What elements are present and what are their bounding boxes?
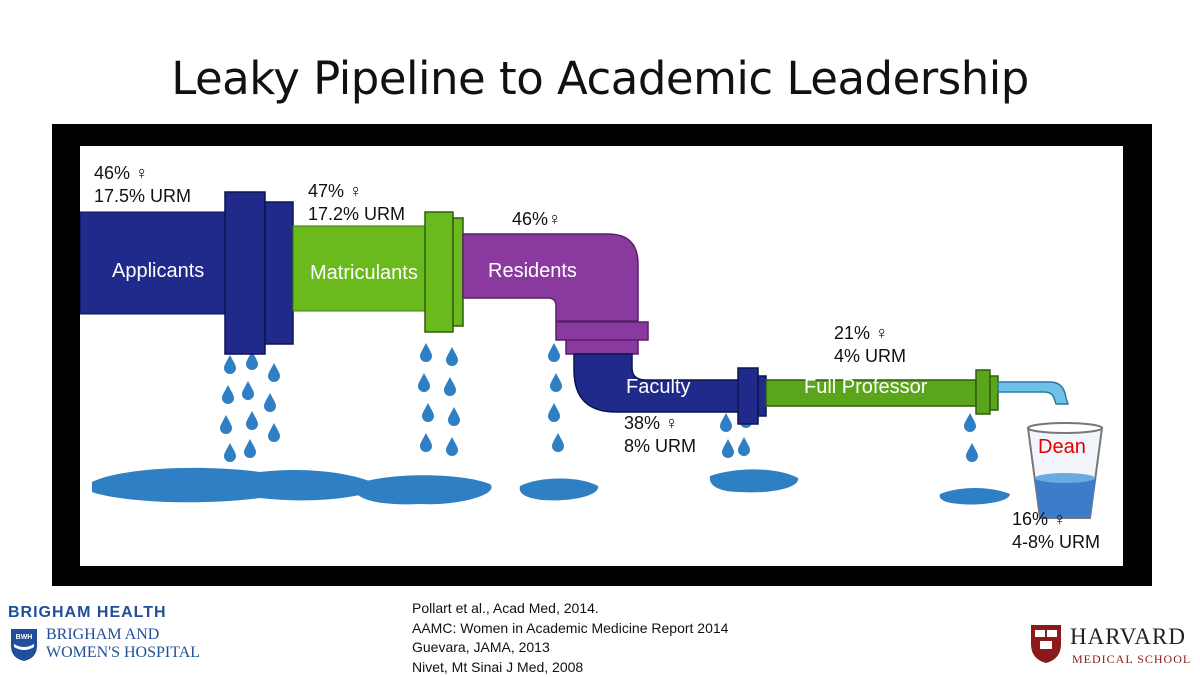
- diagram-frame: Applicants Matriculants Residents Facult…: [52, 124, 1152, 586]
- stat-faculty-women: 38% ♀: [624, 412, 696, 435]
- full-professor-collar: [990, 376, 998, 410]
- stat-faculty-urm: 8% URM: [624, 435, 696, 458]
- stat-applicants: 46% ♀ 17.5% URM: [94, 162, 191, 208]
- stat-faculty: 38% ♀ 8% URM: [624, 412, 696, 458]
- full-professor-flange: [976, 370, 990, 414]
- stat-dean-women: 16% ♀: [1012, 508, 1100, 531]
- stat-applicants-urm: 17.5% URM: [94, 185, 191, 208]
- diagram-canvas: Applicants Matriculants Residents Facult…: [80, 146, 1123, 566]
- stage-label-dean: Dean: [1038, 436, 1086, 459]
- matriculants-flange: [425, 212, 453, 332]
- bwh-hospital-name: BRIGHAM AND WOMEN'S HOSPITAL: [46, 626, 200, 662]
- stat-matriculants-urm: 17.2% URM: [308, 203, 405, 226]
- references: Pollart et al., Acad Med, 2014. AAMC: Wo…: [412, 599, 728, 677]
- bwh-badge-text: BWH: [16, 634, 33, 641]
- reference-4: Nivet, Mt Sinai J Med, 2008: [412, 658, 728, 677]
- harvard-shield-icon: [1030, 624, 1062, 664]
- bwh-name-line-1: BRIGHAM AND: [46, 626, 200, 644]
- stat-dean-urm: 4-8% URM: [1012, 531, 1100, 554]
- harvard-medical-school-logo: HARVARD MEDICAL SCHOOL: [1030, 624, 1200, 672]
- water-puddles: [92, 468, 1010, 505]
- brigham-health-logo: BRIGHAM HEALTH BWH BRIGHAM AND WOMEN'S H…: [8, 604, 238, 668]
- applicants-flange: [225, 192, 265, 354]
- stat-applicants-women: 46% ♀: [94, 162, 191, 185]
- pipeline-illustration: [80, 146, 1123, 566]
- stage-label-residents: Residents: [488, 260, 577, 283]
- reference-2: AAMC: Women in Academic Medicine Report …: [412, 619, 728, 639]
- harvard-wordmark: HARVARD: [1070, 624, 1186, 650]
- stat-residents-women: 46%♀: [512, 208, 562, 231]
- stat-full-professor-urm: 4% URM: [834, 345, 906, 368]
- faculty-flange: [738, 368, 758, 424]
- medical-school-wordmark: MEDICAL SCHOOL: [1072, 652, 1191, 667]
- slide-title: Leaky Pipeline to Academic Leadership: [0, 52, 1200, 105]
- stage-label-applicants: Applicants: [112, 260, 204, 283]
- residents-flange: [556, 322, 648, 340]
- bwh-shield-icon: BWH: [10, 628, 38, 662]
- stat-matriculants: 47% ♀ 17.2% URM: [308, 180, 405, 226]
- stage-label-matriculants: Matriculants: [310, 262, 418, 285]
- stat-full-professor: 21% ♀ 4% URM: [834, 322, 906, 368]
- applicants-collar: [265, 202, 293, 344]
- stat-full-professor-women: 21% ♀: [834, 322, 906, 345]
- reference-1: Pollart et al., Acad Med, 2014.: [412, 599, 728, 619]
- faculty-collar: [758, 376, 766, 416]
- stat-dean: 16% ♀ 4-8% URM: [1012, 508, 1100, 554]
- reference-3: Guevara, JAMA, 2013: [412, 638, 728, 658]
- stat-residents: 46%♀: [512, 208, 562, 231]
- stat-matriculants-women: 47% ♀: [308, 180, 405, 203]
- brigham-health-wordmark: BRIGHAM HEALTH: [8, 604, 167, 622]
- stage-label-full-professor: Full Professor: [804, 376, 927, 399]
- residents-collar: [566, 340, 638, 354]
- matriculants-collar: [453, 218, 463, 326]
- stage-label-faculty: Faculty: [626, 376, 690, 399]
- water-spout: [998, 382, 1068, 404]
- bwh-name-line-2: WOMEN'S HOSPITAL: [46, 644, 200, 662]
